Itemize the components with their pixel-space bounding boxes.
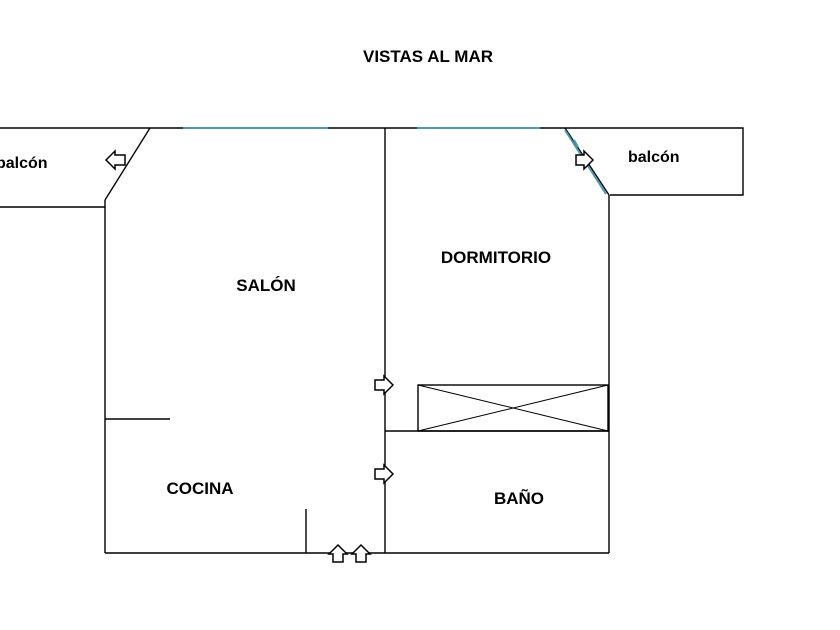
- right-balcony: balcón: [565, 127, 744, 196]
- plan-title: VISTAS AL MAR: [363, 47, 493, 66]
- hollow-arrow-icon: [374, 463, 395, 485]
- sea-windows: [183, 127, 579, 148]
- hollow-arrow-icon: [350, 543, 372, 563]
- cocina-label: COCINA: [166, 479, 233, 498]
- dormitorio-label: DORMITORIO: [441, 248, 551, 267]
- hollow-arrow-icon: [374, 374, 395, 396]
- hollow-arrow-icon: [575, 149, 595, 171]
- hollow-arrow-icon: [104, 149, 126, 171]
- right-balcony-label: balcón: [628, 149, 680, 166]
- left-balcony: balcón: [0, 127, 150, 208]
- wardrobe: [417, 384, 609, 432]
- hollow-arrow-icon: [327, 543, 349, 563]
- salon-label: SALÓN: [236, 276, 296, 295]
- left-balcony-label: balcón: [0, 155, 48, 172]
- door-arrows: [104, 149, 595, 563]
- bano-label: BAÑO: [494, 488, 544, 508]
